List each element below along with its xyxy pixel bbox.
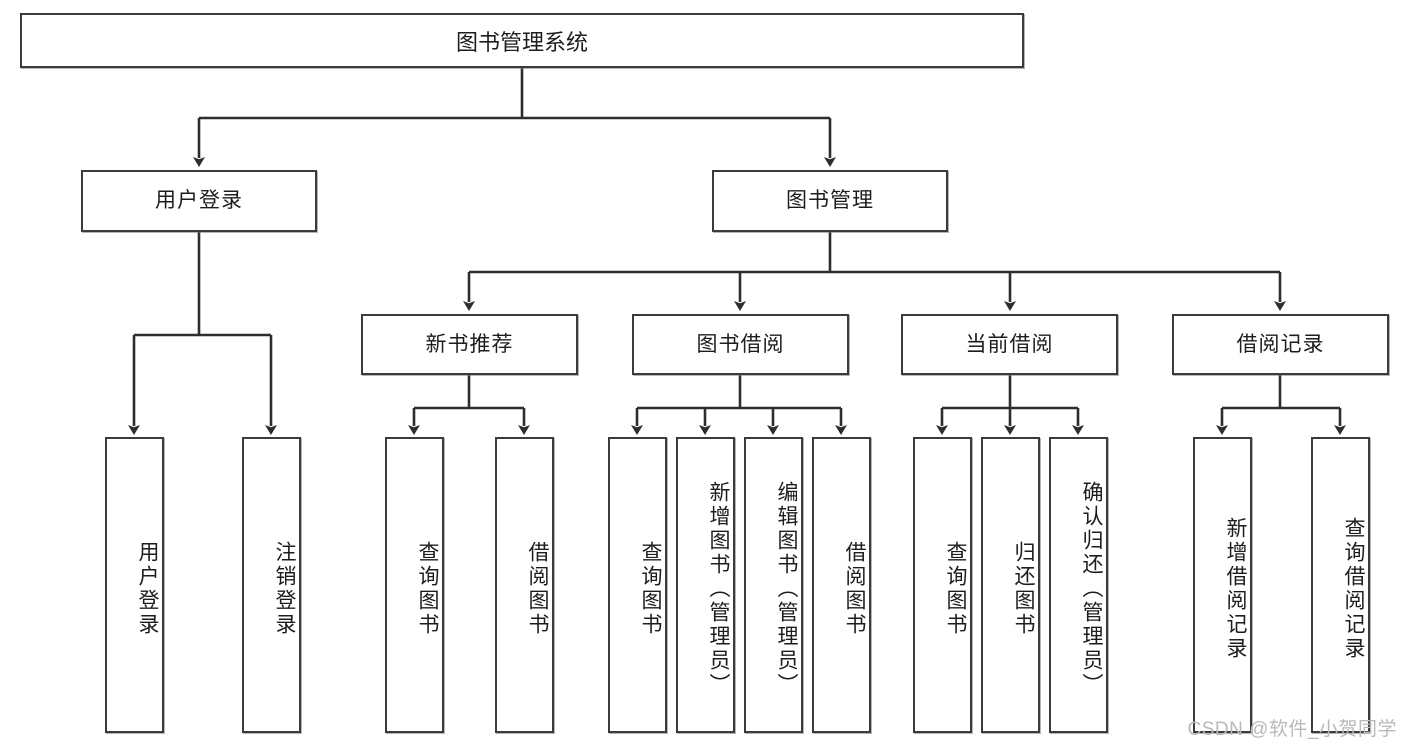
node-label: 用户登录 (136, 541, 159, 637)
node-book-management[interactable]: 图书管理 (712, 170, 948, 232)
node-root-book-management-system[interactable]: 图书管理系统 (20, 13, 1024, 68)
leaf-current-borrow-query[interactable]: 查询图书 (913, 437, 972, 733)
node-book-borrow[interactable]: 图书借阅 (632, 314, 849, 375)
node-label: 查询图书 (639, 541, 662, 637)
node-label: 用户登录 (155, 189, 243, 213)
node-borrow-record[interactable]: 借阅记录 (1172, 314, 1389, 375)
leaf-book-borrow-edit[interactable]: 编辑图书（管理员） (744, 437, 803, 733)
node-label: 图书借阅 (696, 332, 785, 356)
node-label: 新书推荐 (425, 332, 514, 356)
node-label: 归还图书 (1012, 541, 1035, 637)
leaf-current-borrow-return[interactable]: 归还图书 (981, 437, 1040, 733)
node-label: 借阅记录 (1236, 332, 1325, 356)
leaf-new-book-query[interactable]: 查询图书 (385, 437, 444, 733)
leaf-book-borrow-add[interactable]: 新增图书（管理员） (676, 437, 735, 733)
node-user-login[interactable]: 用户登录 (81, 170, 317, 232)
node-label: 查询图书 (944, 541, 967, 637)
watermark-text: CSDN @软件_小贺同学 (1187, 719, 1397, 740)
node-current-borrow[interactable]: 当前借阅 (901, 314, 1118, 375)
node-label: 图书管理系统 (455, 29, 588, 55)
leaf-borrow-record-add[interactable]: 新增借阅记录 (1193, 437, 1252, 733)
node-label: 借阅图书 (843, 541, 866, 637)
node-label: 新增借阅记录 (1224, 517, 1247, 661)
leaf-book-borrow-query[interactable]: 查询图书 (608, 437, 667, 733)
leaf-new-book-borrow[interactable]: 借阅图书 (495, 437, 554, 733)
leaf-user-login-login[interactable]: 用户登录 (105, 437, 164, 733)
node-label: 当前借阅 (965, 332, 1054, 356)
node-label: 新增图书（管理员） (707, 481, 730, 697)
node-new-book-recommend[interactable]: 新书推荐 (361, 314, 578, 375)
node-label: 借阅图书 (526, 541, 549, 637)
node-label: 注销登录 (273, 541, 296, 637)
leaf-borrow-record-query[interactable]: 查询借阅记录 (1311, 437, 1370, 733)
node-label: 查询借阅记录 (1342, 517, 1365, 661)
leaf-current-borrow-confirm-return[interactable]: 确认归还（管理员） (1049, 437, 1108, 733)
node-label: 确认归还（管理员） (1080, 481, 1103, 697)
node-label: 图书管理 (786, 189, 874, 213)
node-label: 查询图书 (416, 541, 439, 637)
leaf-user-login-logout[interactable]: 注销登录 (242, 437, 301, 733)
leaf-book-borrow-borrow[interactable]: 借阅图书 (812, 437, 871, 733)
node-label: 编辑图书（管理员） (775, 481, 798, 697)
